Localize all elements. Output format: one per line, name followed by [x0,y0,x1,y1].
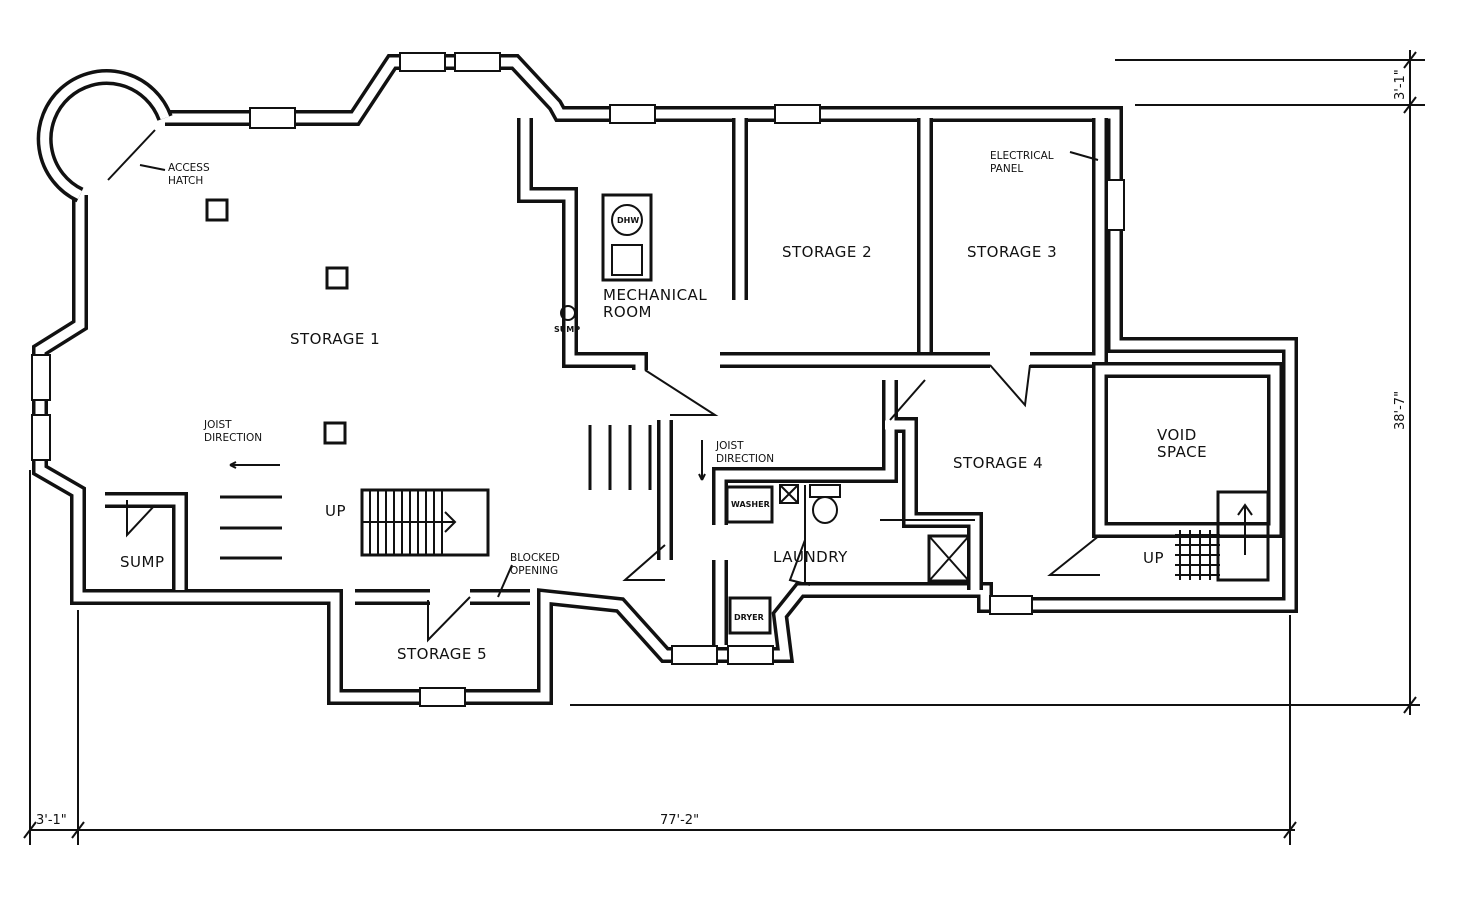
room-label-storage-5: STORAGE 5 [397,645,487,663]
dimension-left-offset: 3'-1" [36,813,67,828]
joist-lines [588,425,652,490]
note-joist-1: JOIST [203,419,232,431]
washer-label: WASHER [731,500,770,509]
stair-up-label-2: UP [1143,549,1164,567]
room-label-mechanical: MECHANICAL [603,286,707,304]
room-label-sump: SUMP [120,553,165,571]
interior-walls [105,118,1283,645]
room-label-void-space: SPACE [1157,443,1207,461]
dimension-width: 77'-2" [660,813,699,828]
note-direction-1: DIRECTION [204,432,262,444]
room-label-void: VOID [1157,426,1197,444]
dimension-depth: 38'-7" [1393,391,1408,430]
dryer [728,596,772,635]
note-direction-2: DIRECTION [716,453,774,465]
dimension-lines [23,50,1425,845]
sump-pit [560,305,576,321]
room-label-storage-2: STORAGE 2 [782,243,872,261]
column [323,421,347,445]
dhw-label: DHW [617,216,639,225]
exterior-walls [32,54,1298,705]
column [205,198,229,222]
stair-up-label: UP [325,502,346,520]
note-opening: OPENING [510,565,558,577]
dimension-top-offset: 3'-1" [1393,69,1408,100]
note-hatch: HATCH [168,175,203,187]
room-label-mechanical-room: ROOM [603,303,652,321]
fixtures [139,151,1270,635]
washer [725,485,774,524]
note-electrical: ELECTRICAL [990,150,1054,162]
note-panel: PANEL [990,163,1023,175]
toilet [809,484,841,498]
windows [31,52,1125,707]
room-label-storage-4: STORAGE 4 [953,454,1043,472]
note-joist-2: JOIST [715,440,744,452]
room-label-laundry: LAUNDRY [773,548,848,566]
column [325,266,349,290]
floor-drain [779,484,799,504]
dryer-label: DRYER [734,613,764,622]
note-blocked: BLOCKED [510,552,560,564]
water-heater [601,193,653,282]
sump-pit-label: SUMP [554,325,580,334]
room-label-storage-1: STORAGE 1 [290,330,380,348]
door-swings [126,364,1101,643]
room-label-storage-3: STORAGE 3 [967,243,1057,261]
note-access: ACCESS [168,162,210,174]
joist-arrow [229,461,280,469]
shower [927,534,971,583]
